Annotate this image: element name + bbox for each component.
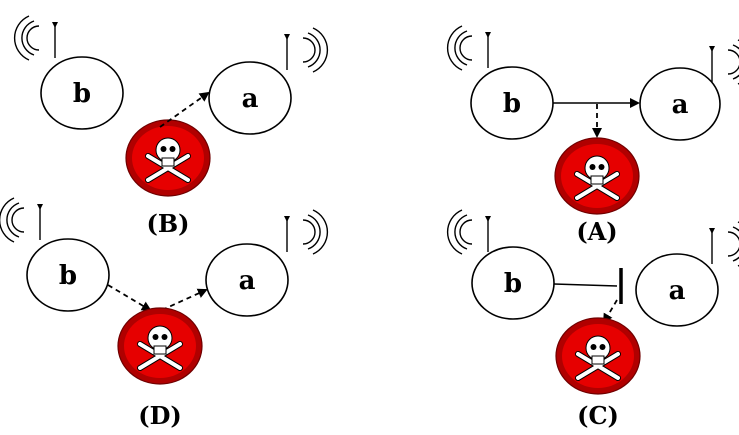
panel-label-b: (B) (147, 209, 190, 238)
radio-waves-icon (708, 221, 739, 267)
skull-crossbones-icon (556, 318, 640, 394)
skull-crossbones-icon (555, 138, 639, 214)
node-b-label: b (503, 89, 521, 119)
panel-label-c: (C) (577, 401, 619, 430)
panel-d: b a (D) (0, 197, 329, 430)
node-b-label: b (59, 261, 77, 291)
node-a (205, 243, 289, 317)
node-a (639, 67, 721, 141)
node-b-label: b (504, 269, 522, 299)
panel-a: b a (A) (446, 25, 739, 246)
node-b (26, 238, 110, 312)
radio-waves-icon (446, 25, 492, 71)
node-b (40, 56, 124, 130)
spoofed-link-arrow (159, 91, 210, 128)
skull-crossbones-icon (126, 120, 210, 196)
node-a-label: a (669, 276, 686, 306)
skull-crossbones-icon (118, 308, 202, 384)
node-a-label: a (242, 84, 259, 114)
panel-c: b a (C) (446, 209, 739, 430)
relay-out-arrow (161, 288, 208, 311)
node-a (635, 253, 719, 327)
node-b (471, 246, 555, 320)
node-a-label: a (239, 266, 256, 296)
blocked-link-line (553, 283, 618, 287)
radio-waves-icon (283, 209, 329, 255)
panel-b: b a (B) (13, 15, 329, 238)
relay-in-arrow (107, 284, 152, 312)
radio-waves-icon (0, 197, 44, 243)
radio-waves-icon (283, 27, 329, 73)
radio-waves-icon (708, 39, 739, 85)
node-b-label: b (73, 79, 91, 109)
radio-waves-icon (446, 209, 492, 255)
radio-waves-icon (13, 15, 59, 61)
panel-label-a: (A) (576, 217, 617, 246)
node-a-label: a (672, 90, 689, 120)
panel-label-d: (D) (138, 401, 182, 430)
